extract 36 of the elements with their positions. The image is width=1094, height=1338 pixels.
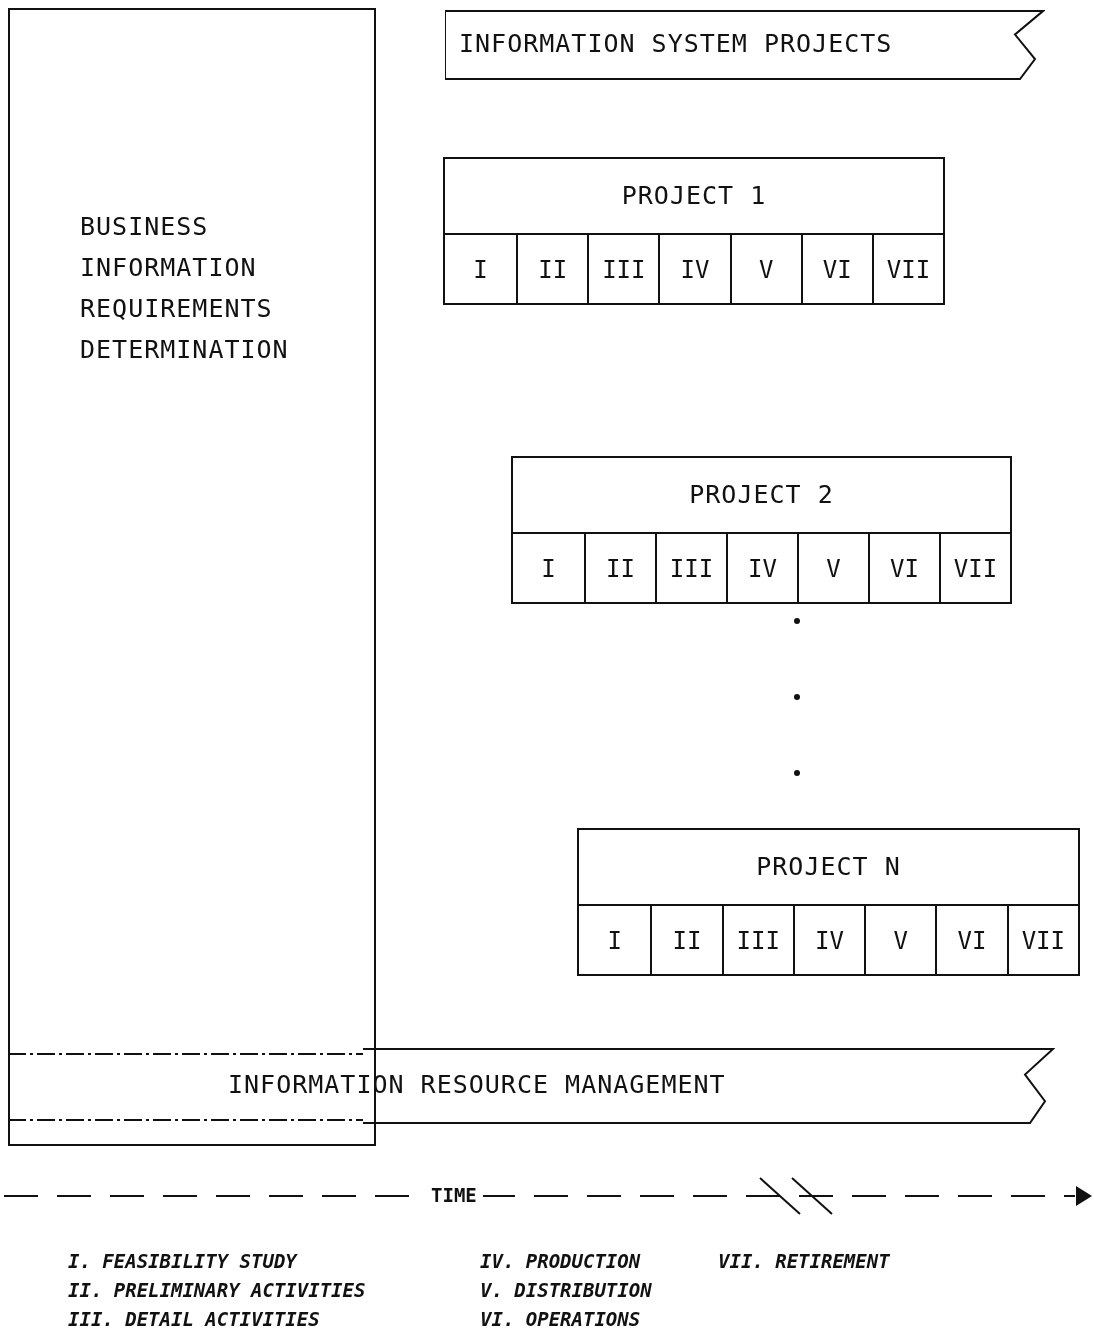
phase-cell: I: [513, 534, 584, 604]
phase-key-item: VII. RETIREMENT: [718, 1250, 890, 1272]
phase-cell: II: [584, 534, 655, 604]
phase-cell: IV: [726, 534, 797, 604]
phase-key-item: IV. PRODUCTION: [480, 1250, 641, 1272]
phase-key-item: VI. OPERATIONS: [480, 1308, 641, 1330]
phase-cell: VI: [935, 906, 1007, 976]
phase-cell: III: [587, 235, 659, 305]
project-box: [511, 456, 1012, 604]
phase-cell: IV: [658, 235, 730, 305]
project-title: PROJECT 2: [688, 480, 835, 509]
phase-cell: VI: [868, 534, 939, 604]
phase-cell: VII: [939, 534, 1010, 604]
phase-cell: IV: [792, 906, 865, 976]
phase-key-item: III. DETAIL ACTIVITIES: [68, 1308, 320, 1330]
project-box: [443, 157, 945, 305]
phase-cell: I: [445, 235, 517, 305]
phase-cell: VII: [1006, 906, 1078, 976]
phase-cell: VI: [800, 235, 872, 305]
project-title: PROJECT 1: [620, 181, 768, 210]
project-box: [577, 828, 1080, 976]
phase-cell: II: [516, 235, 588, 305]
phase-cell: V: [864, 906, 936, 976]
banner-title: INFORMATION SYSTEM PROJECTS: [459, 29, 893, 58]
phase-cell: VII: [871, 235, 943, 305]
column-label: BUSINESS INFORMATION REQUIREMENTS DETERMINATION: [80, 211, 290, 366]
phase-cell: III: [721, 906, 793, 976]
phase-key-item: I. FEASIBILITY STUDY: [68, 1250, 297, 1272]
phase-cell: II: [650, 906, 722, 976]
phase-key-item: V. DISTRIBUTION: [480, 1279, 652, 1301]
phase-key-item: II. PRELIMINARY ACTIVITIES: [68, 1279, 366, 1301]
phase-cell: III: [655, 534, 726, 604]
phase-cell: V: [797, 534, 868, 604]
project-title: PROJECT N: [755, 852, 902, 881]
phase-cell: I: [579, 906, 651, 976]
phase-cell: V: [729, 235, 801, 305]
